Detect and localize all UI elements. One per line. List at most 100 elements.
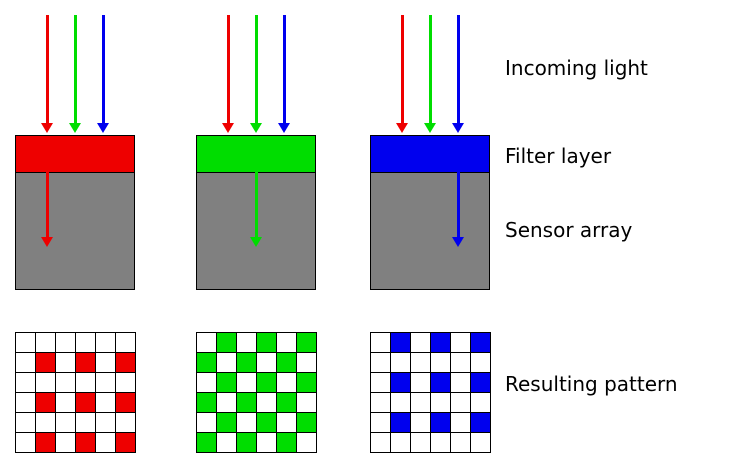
pattern-cell-white xyxy=(371,433,391,453)
pattern-cell-green xyxy=(197,433,217,453)
pattern-cell-white xyxy=(371,373,391,393)
pattern-cell-blue xyxy=(431,373,451,393)
pattern-cell-white xyxy=(371,393,391,413)
pattern-cell-white xyxy=(431,353,451,373)
pattern-cell-red xyxy=(36,353,56,373)
pattern-cell-blue xyxy=(431,333,451,353)
pattern-cell-white xyxy=(297,433,317,453)
pattern-cell-white xyxy=(277,373,297,393)
pattern-cell-white xyxy=(371,413,391,433)
pattern-cell-green xyxy=(277,433,297,453)
label-filter-layer: Filter layer xyxy=(505,144,612,168)
pattern-cell-white xyxy=(76,373,96,393)
pattern-cell-white xyxy=(56,353,76,373)
pattern-cell-white xyxy=(431,393,451,413)
blue-incoming-light-arrow xyxy=(97,15,109,133)
pattern-cell-white xyxy=(116,333,136,353)
pattern-cell-white xyxy=(411,353,431,373)
pattern-cell-white xyxy=(56,393,76,413)
pattern-cell-white xyxy=(36,373,56,393)
red-incoming-light-arrow-head xyxy=(222,123,234,133)
pattern-cell-white xyxy=(257,393,277,413)
green-incoming-light-arrow xyxy=(250,15,262,133)
pattern-cell-red xyxy=(76,433,96,453)
sensor-array-blue xyxy=(370,172,490,290)
red-incoming-light-arrow xyxy=(41,15,53,133)
blue-incoming-light-arrow xyxy=(278,15,290,133)
red-transmitted-light-arrow-shaft xyxy=(45,139,49,237)
pattern-cell-red xyxy=(76,393,96,413)
label-sensor-array: Sensor array xyxy=(505,218,633,242)
pattern-cell-white xyxy=(431,433,451,453)
pattern-cell-green xyxy=(257,413,277,433)
pattern-cell-green xyxy=(197,393,217,413)
green-incoming-light-arrow xyxy=(424,15,436,133)
pattern-cell-green xyxy=(237,353,257,373)
pattern-cell-white xyxy=(56,413,76,433)
pattern-cell-green xyxy=(237,393,257,413)
pattern-cell-white xyxy=(56,433,76,453)
pattern-cell-green xyxy=(197,353,217,373)
pattern-cell-white xyxy=(16,333,36,353)
pattern-cell-white xyxy=(96,413,116,433)
pattern-cell-white xyxy=(391,353,411,373)
pattern-cell-blue xyxy=(471,333,491,353)
pattern-cell-white xyxy=(76,413,96,433)
pattern-cell-green xyxy=(277,393,297,413)
pattern-cell-green xyxy=(257,333,277,353)
blue-incoming-light-arrow-head xyxy=(278,123,290,133)
pattern-cell-white xyxy=(411,433,431,453)
green-transmitted-light-arrow-shaft xyxy=(254,139,258,237)
label-incoming-light: Incoming light xyxy=(505,56,648,80)
green-transmitted-light-arrow xyxy=(250,139,262,247)
pattern-cell-white xyxy=(96,393,116,413)
green-incoming-light-arrow-head xyxy=(250,123,262,133)
pattern-cell-white xyxy=(56,333,76,353)
green-incoming-light-arrow-head xyxy=(69,123,81,133)
red-incoming-light-arrow-head xyxy=(41,123,53,133)
pattern-cell-white xyxy=(36,333,56,353)
pattern-cell-white xyxy=(391,433,411,453)
green-incoming-light-arrow-shaft xyxy=(254,15,258,123)
pattern-cell-white xyxy=(217,393,237,413)
pattern-cell-blue xyxy=(391,373,411,393)
pattern-cell-green xyxy=(257,373,277,393)
pattern-cell-green xyxy=(277,353,297,373)
pattern-cell-green xyxy=(217,333,237,353)
pattern-cell-white xyxy=(217,353,237,373)
pattern-cell-white xyxy=(297,353,317,373)
pattern-cell-white xyxy=(197,413,217,433)
pattern-cell-white xyxy=(16,373,36,393)
filter-column-red xyxy=(15,0,136,467)
pattern-cell-red xyxy=(36,433,56,453)
filter-column-green xyxy=(196,0,317,467)
pattern-cell-blue xyxy=(391,413,411,433)
pattern-cell-green xyxy=(297,413,317,433)
pattern-cell-white xyxy=(371,333,391,353)
green-incoming-light-arrow xyxy=(69,15,81,133)
green-incoming-light-arrow-shaft xyxy=(73,15,77,123)
pattern-cell-white xyxy=(277,333,297,353)
pattern-cell-blue xyxy=(471,373,491,393)
pattern-cell-blue xyxy=(431,413,451,433)
pattern-cell-green xyxy=(217,373,237,393)
red-incoming-light-arrow-head xyxy=(396,123,408,133)
pattern-cell-white xyxy=(116,413,136,433)
red-transmitted-light-arrow-head xyxy=(41,237,53,247)
red-incoming-light-arrow-shaft xyxy=(400,15,404,123)
pattern-cell-white xyxy=(16,353,36,373)
pattern-cell-white xyxy=(96,353,116,373)
pattern-cell-green xyxy=(297,333,317,353)
pattern-cell-green xyxy=(217,413,237,433)
pattern-cell-white xyxy=(451,393,471,413)
pattern-cell-blue xyxy=(391,333,411,353)
pattern-cell-white xyxy=(36,413,56,433)
pattern-cell-red xyxy=(116,353,136,373)
green-incoming-light-arrow-shaft xyxy=(428,15,432,123)
pattern-cell-white xyxy=(471,353,491,373)
pattern-cell-white xyxy=(96,433,116,453)
blue-incoming-light-arrow xyxy=(452,15,464,133)
pattern-cell-white xyxy=(411,393,431,413)
pattern-cell-white xyxy=(237,333,257,353)
pattern-cell-white xyxy=(451,373,471,393)
